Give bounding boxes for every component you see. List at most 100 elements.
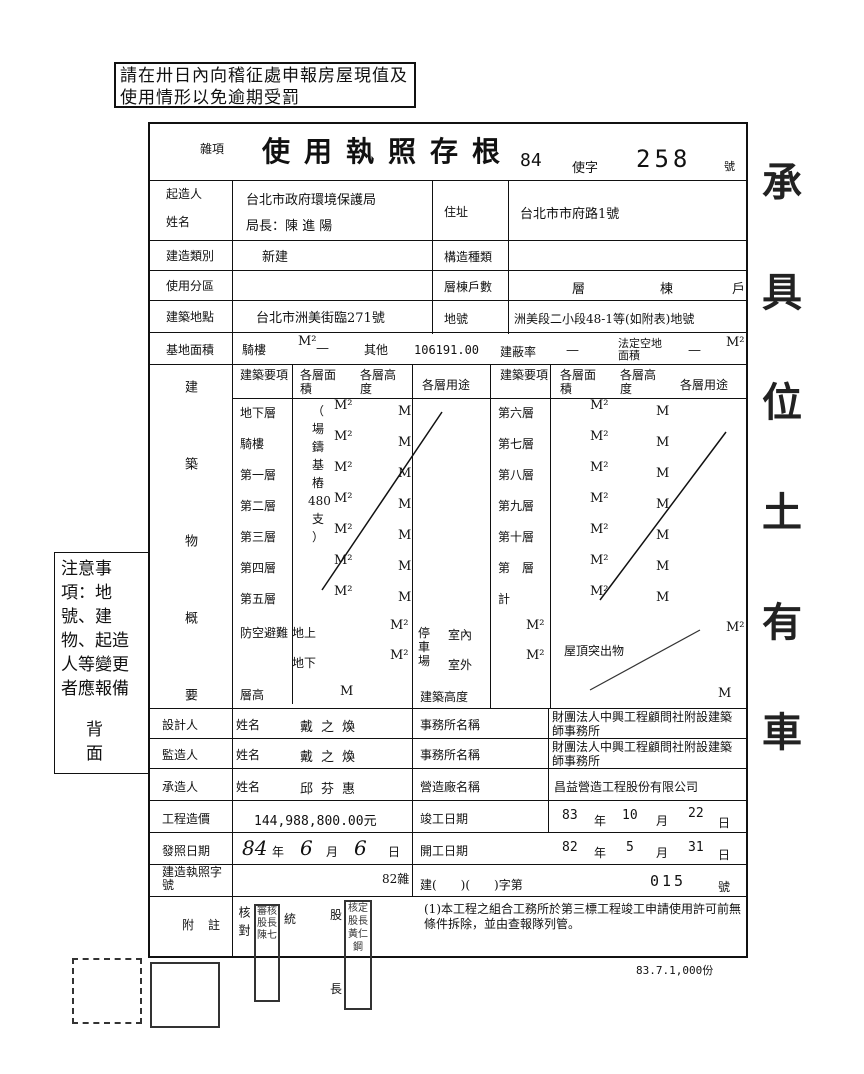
permit-number: 258 [636,145,692,173]
contractor-name: 邱芬惠 [300,782,364,797]
height-header-left: 各層高度 [360,368,397,396]
seal-stamp-2 [150,962,220,1028]
left-floor-row-label: 第三層 [240,530,277,544]
arcade-dash: — [316,341,329,356]
right-floor-row-label: 第九層 [498,499,535,513]
left-floor-height-unit: M [398,435,412,450]
height-header-right: 各層高度 [620,368,657,396]
left-floor-area-unit: M² [334,398,353,413]
item-header-right: 建築要項 [500,368,549,382]
cost-value: 144,988,800.00元 [254,814,377,829]
floors-count-label: 層棟戶數 [444,280,493,294]
area-header-left: 各層面積 [300,368,337,396]
site-value: 台北市洲美街臨271號 [256,311,385,326]
left-floor-row-label: 地下層 [240,406,277,420]
contractor-firm-label: 營造廠名稱 [420,780,481,794]
pile-note-char: 480 [308,494,331,508]
building-height-label: 建築高度 [420,690,469,704]
item-header-left: 建築要項 [240,368,289,382]
left-floor-height-unit: M [398,466,412,481]
right-floor-height-unit: M [656,466,670,481]
pile-note-char: ） [311,530,324,544]
right-floor-height-unit: M [656,528,670,543]
supervisor-office-label: 事務所名稱 [420,748,481,762]
left-floor-area-unit: M² [334,553,353,568]
issue-month: 6 [300,836,313,860]
pile-note-char: 基 [311,458,324,472]
above-ground-label: 地上 [292,626,317,640]
header-suffix: 號 [724,160,735,173]
issue-date-label: 發照日期 [162,844,211,858]
right-floor-area-unit: M² [590,398,609,413]
stamp-mark-2: 統 [284,912,297,926]
below-ground-label: 地下 [292,656,317,670]
lot-label: 地號 [444,312,469,326]
base-area-label: 基地面積 [166,343,215,357]
households-unit: 戶 [732,282,746,297]
contractor-name-label: 姓名 [236,780,261,794]
right-floor-height-unit: M [656,497,670,512]
right-floor-area-unit: M² [590,429,609,444]
contractor-label: 承造人 [162,780,199,794]
indoor-label: 室內 [448,628,473,642]
right-floor-height-unit: M [656,435,670,450]
completion-year-unit: 年 [594,814,607,828]
structure-label: 構造種類 [444,250,493,264]
right-floor-row-label: 計 [498,592,511,606]
arcade-unit: M² [298,334,317,349]
pile-note-char: 場 [311,422,324,436]
completion-label: 竣工日期 [420,812,469,826]
right-floor-area-unit: M² [590,584,609,599]
left-floor-row-label: 第四層 [240,561,277,575]
left-floor-area-unit: M² [334,429,353,444]
right-floor-area-unit: M² [590,553,609,568]
review-stamp: 審核 股長 陳七 [254,904,280,1002]
buildings-unit: 棟 [660,282,674,297]
right-floor-area-unit: M² [590,522,609,537]
margin-handwriting: 車 [762,709,802,756]
right-floor-row-label: 第十層 [498,530,535,544]
right-floor-area-unit: M² [590,460,609,475]
build-type-label: 建造類別 [166,249,215,263]
issue-year: 84 [242,836,268,860]
pile-note-char: （ [311,404,324,418]
left-floor-height-unit: M [398,590,412,605]
permit-prefix: 82雜 [382,872,410,886]
right-floor-height-unit: M [656,590,670,605]
supervisor-label: 監造人 [162,748,199,762]
contractor-firm: 昌益營造工程股份有限公司 [554,780,699,794]
supervisor-office: 財團法人中興工程顧問社附設建築師事務所 [552,740,733,768]
issue-month-unit: 月 [326,845,339,859]
side-note: 注意事項：地號、建物、起造人等變更者應報備 [54,552,150,774]
start-day-unit: 日 [718,848,731,862]
completion-month: 10 [622,808,638,823]
left-floor-height-unit: M [398,497,412,512]
indoor-unit: M² [526,618,545,633]
left-floor-height-unit: M [398,528,412,543]
roof-unit: M² [726,620,745,635]
arcade-label: 騎樓 [242,343,267,357]
applicant-org: 台北市政府環境保護局 [246,193,377,208]
permit-text: 建( )( )字第 [420,878,523,892]
margin-handwriting: 承 [762,159,802,206]
use-header-right: 各層用途 [680,378,729,392]
permit-number-value: 015 [650,872,687,890]
coverage-label: 建蔽率 [500,345,537,359]
start-year: 82 [562,840,578,855]
start-date-label: 開工日期 [420,844,469,858]
below-ground-unit: M² [390,648,409,663]
start-year-unit: 年 [594,846,607,860]
build-type-value: 新建 [262,250,289,265]
other-area-value: 106191.00 [414,343,480,357]
designer-office: 財團法人中興工程顧問社附設建築師事務所 [552,710,733,738]
build-permit-label: 建造執照字號 [162,865,223,892]
remarks-label: 附註 [182,918,235,932]
approval-stamp: 核定 股長 黃仁鋼 [344,900,372,1010]
section-label: 建築物概要 [182,380,197,765]
right-floor-height-unit: M [656,559,670,574]
right-floor-area-unit: M² [590,491,609,506]
supervisor-name-label: 姓名 [236,748,261,762]
roof-label: 屋頂突出物 [564,644,625,658]
top-notice: 請在卅日內向稽征處申報房屋現值及使用情形以免逾期受罰 [114,62,416,108]
completion-year: 83 [562,808,578,823]
